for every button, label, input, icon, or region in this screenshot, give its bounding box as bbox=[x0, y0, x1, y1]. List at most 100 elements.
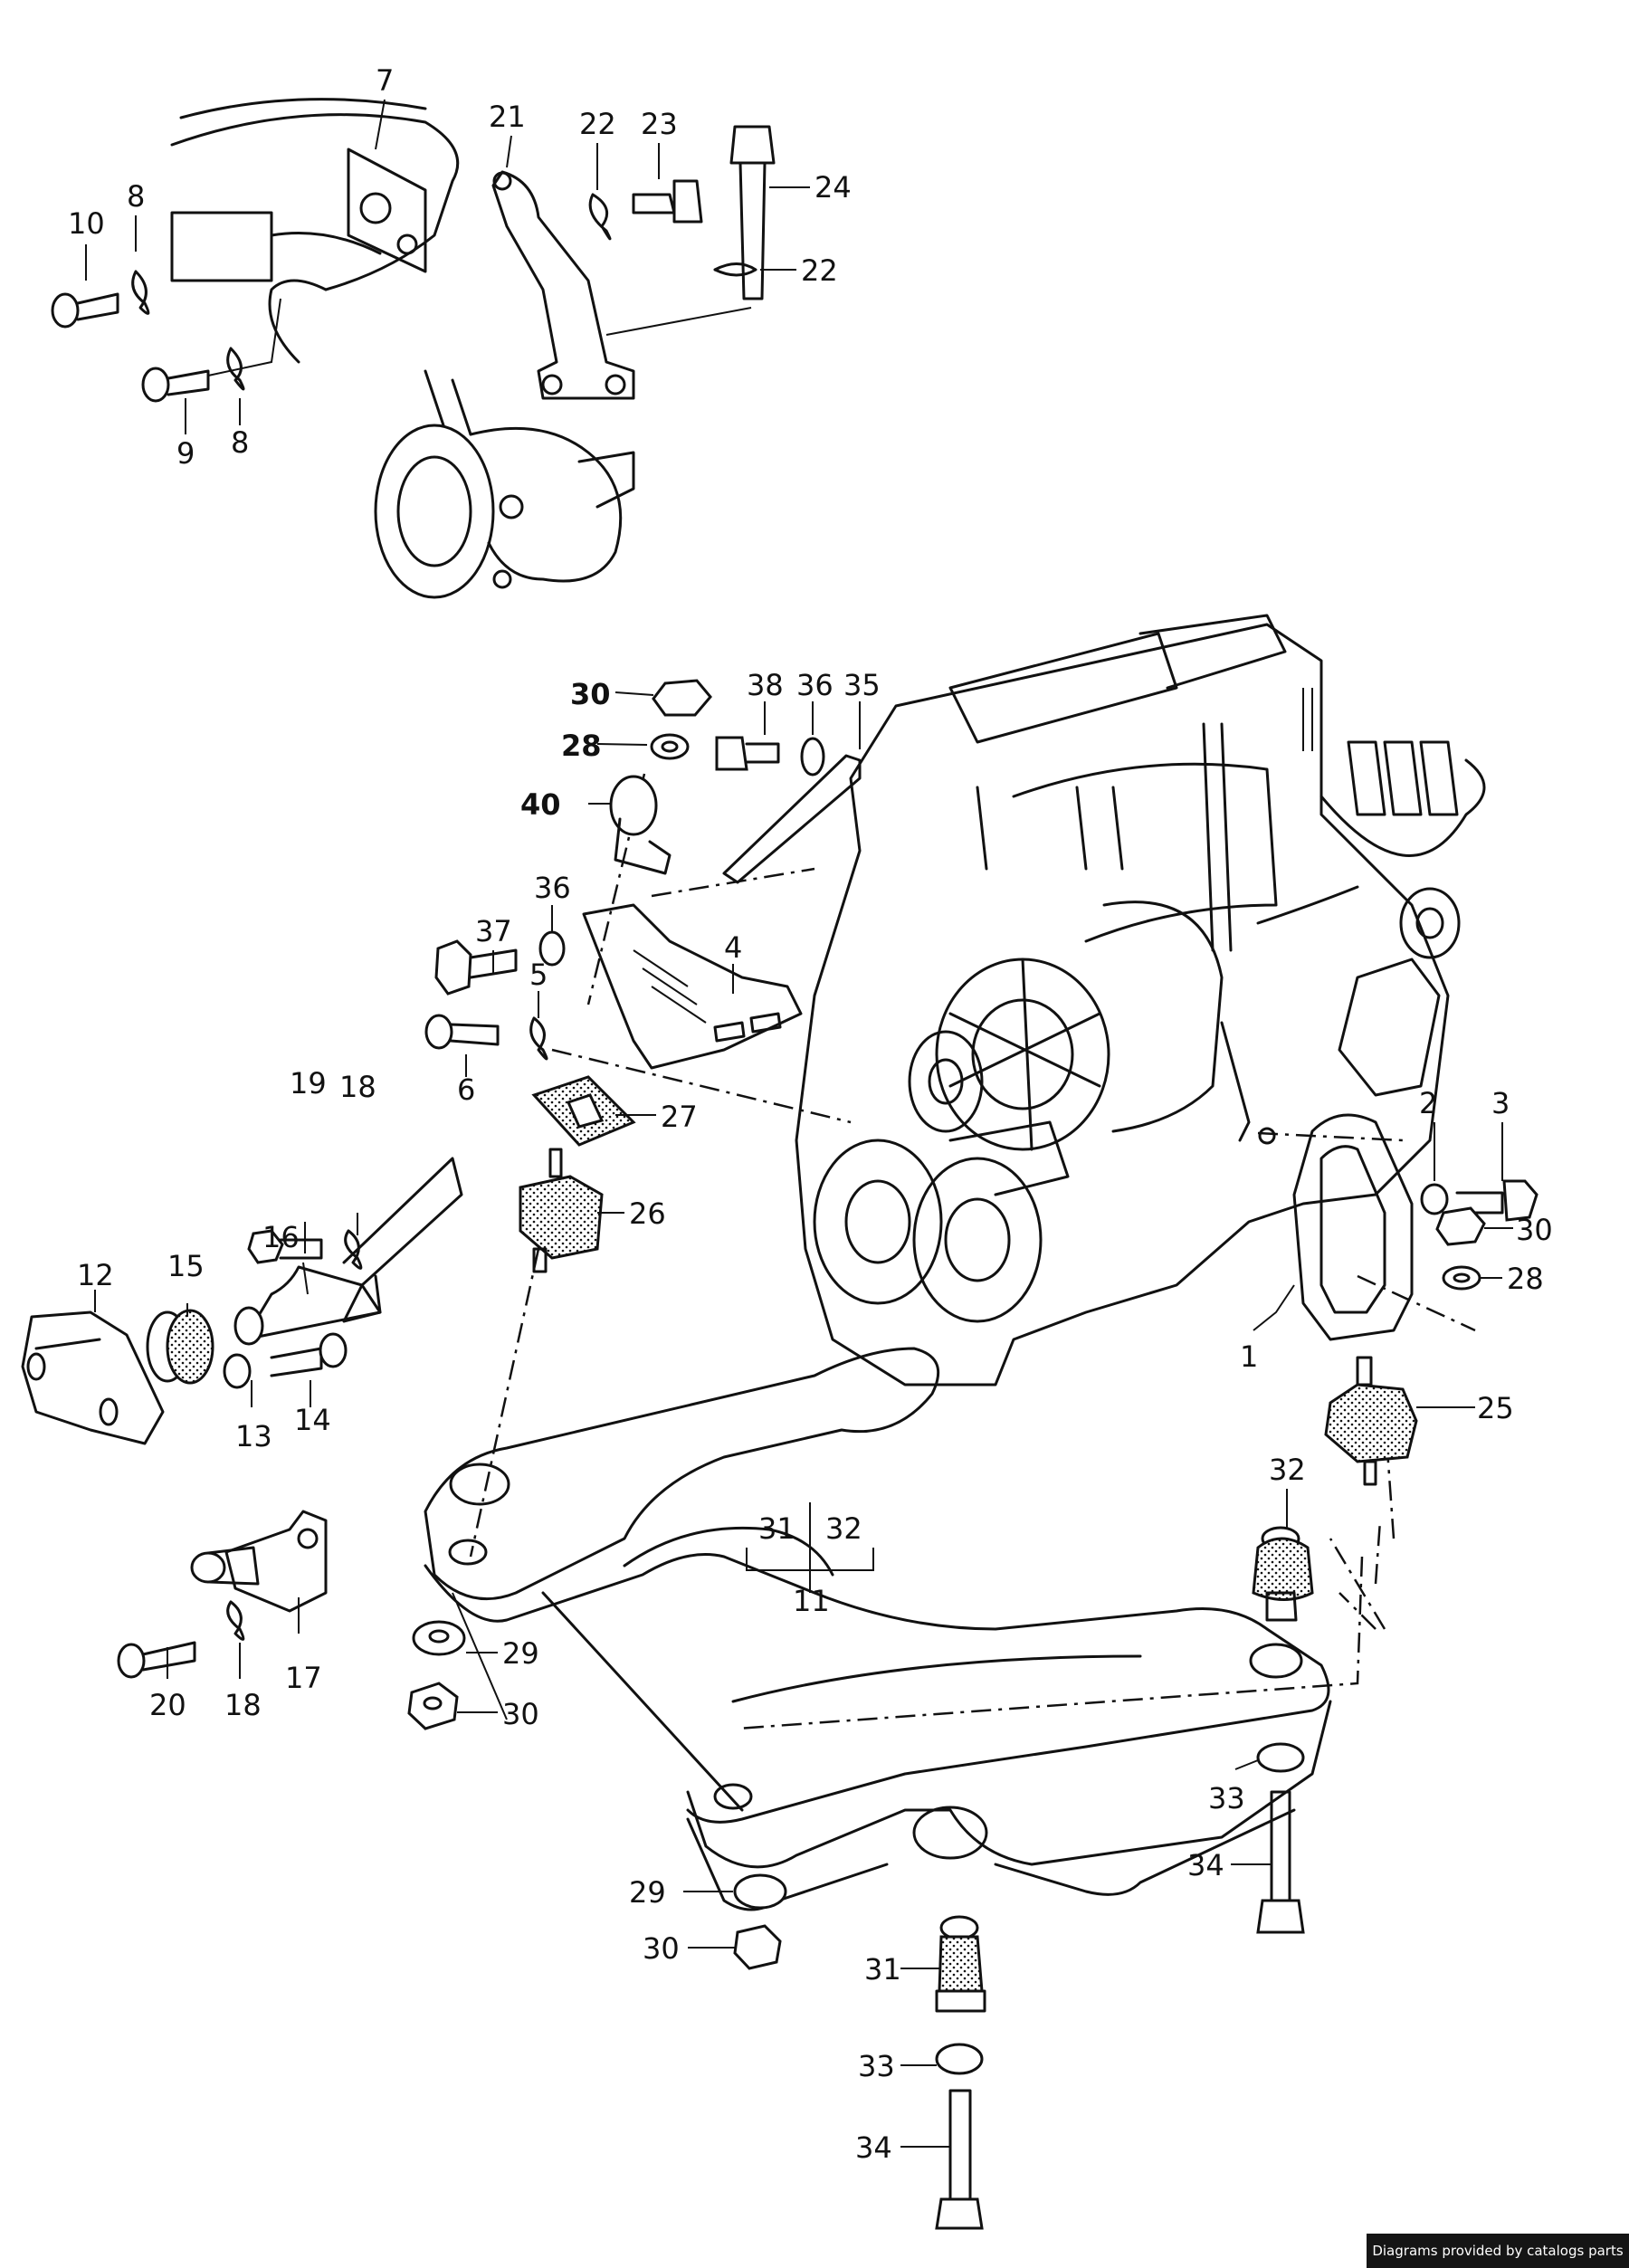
callout-25: 25 bbox=[1477, 1391, 1514, 1425]
callout-labels: 7 21 22 23 24 22 8 10 9 8 30 28 40 38 36… bbox=[68, 63, 1553, 2165]
bracket-4 bbox=[582, 903, 803, 1070]
callout-24: 24 bbox=[814, 170, 852, 205]
body-panel-drawing bbox=[170, 98, 460, 364]
bolt-3 bbox=[1455, 1179, 1538, 1222]
callout-13: 13 bbox=[235, 1419, 272, 1453]
callout-18-lower: 18 bbox=[224, 1688, 262, 1722]
axis-line-bracket-4 bbox=[651, 867, 815, 898]
callout-6: 6 bbox=[457, 1072, 475, 1107]
callout-16: 16 bbox=[262, 1220, 300, 1254]
axis-line-crossmember bbox=[737, 1556, 1364, 1730]
washer-28-right bbox=[1442, 1265, 1481, 1291]
callout-14: 14 bbox=[294, 1403, 331, 1437]
axis-line-mount-26 bbox=[469, 1248, 540, 1558]
callout-33-right: 33 bbox=[1208, 1781, 1245, 1815]
washer-8-upper bbox=[131, 270, 150, 315]
callout-30-bottom: 30 bbox=[643, 1931, 680, 1966]
callout-40: 40 bbox=[520, 787, 561, 822]
axis-line-mount-25 bbox=[1338, 1592, 1377, 1630]
callout-31-group: 31 bbox=[758, 1511, 795, 1546]
bolt-20 bbox=[117, 1641, 196, 1679]
callout-36-upper: 36 bbox=[796, 668, 834, 702]
engine-block-drawing bbox=[795, 614, 1486, 1387]
callout-35: 35 bbox=[843, 668, 881, 702]
bushing-15 bbox=[146, 1309, 214, 1385]
bushing-32-upper bbox=[1252, 1526, 1314, 1622]
callout-19: 19 bbox=[290, 1066, 327, 1101]
bracket-16 bbox=[233, 1157, 463, 1346]
callout-22-upper: 22 bbox=[579, 107, 616, 141]
callout-30-right: 30 bbox=[1516, 1213, 1553, 1247]
callout-20: 20 bbox=[149, 1688, 186, 1722]
callout-29-bottom: 29 bbox=[629, 1875, 666, 1910]
callout-38: 38 bbox=[747, 668, 784, 702]
crossmember-11 bbox=[424, 1347, 1332, 1911]
washer-18-lower bbox=[226, 1600, 245, 1641]
attribution-label: Diagrams provided by catalogs parts bbox=[1367, 2234, 1629, 2268]
callout-2: 2 bbox=[1419, 1086, 1437, 1120]
callout-15: 15 bbox=[167, 1249, 205, 1283]
bolt-14 bbox=[270, 1332, 348, 1377]
callout-30-upper: 30 bbox=[570, 677, 611, 711]
washer-29-left bbox=[412, 1620, 466, 1656]
bolt-6 bbox=[424, 1014, 500, 1050]
washer-36-upper bbox=[800, 737, 825, 777]
callout-27: 27 bbox=[661, 1100, 698, 1134]
bracket-21-drawing bbox=[491, 170, 635, 400]
leader-line-24 bbox=[605, 307, 752, 336]
callout-32-right: 32 bbox=[1269, 1453, 1306, 1487]
washer-22-lower bbox=[713, 262, 757, 277]
callout-26: 26 bbox=[629, 1196, 666, 1231]
washer-28-upper bbox=[650, 733, 690, 760]
washer-5 bbox=[529, 1016, 548, 1061]
bolt-37 bbox=[434, 939, 518, 996]
callout-31-bottom: 31 bbox=[864, 1952, 901, 1987]
mount-25 bbox=[1324, 1356, 1418, 1486]
callout-34-bottom: 34 bbox=[855, 2130, 892, 2165]
callout-7: 7 bbox=[376, 63, 394, 98]
bolt-23 bbox=[632, 179, 703, 224]
callout-10: 10 bbox=[68, 206, 105, 241]
callout-22-lower: 22 bbox=[801, 253, 838, 288]
callout-12: 12 bbox=[77, 1258, 114, 1292]
nut-30-right bbox=[1435, 1206, 1486, 1246]
callout-23: 23 bbox=[641, 107, 678, 141]
washer-22-upper bbox=[588, 193, 612, 241]
nut-30-upper bbox=[652, 679, 712, 717]
washer-29-bottom bbox=[733, 1873, 787, 1910]
bracket-17 bbox=[190, 1510, 328, 1613]
axis-line-bolt-6 bbox=[551, 1048, 852, 1124]
callout-18-upper: 18 bbox=[339, 1070, 376, 1104]
washer-13 bbox=[223, 1353, 252, 1389]
bolt-10 bbox=[51, 292, 119, 329]
washer-2 bbox=[1420, 1183, 1449, 1215]
callout-32-group: 32 bbox=[825, 1511, 862, 1546]
callout-34-right: 34 bbox=[1187, 1848, 1224, 1882]
leader-line-8 bbox=[207, 298, 281, 376]
bushing-31-bottom bbox=[935, 1915, 986, 2013]
callout-9: 9 bbox=[176, 436, 195, 471]
washer-33-bottom bbox=[935, 2043, 984, 2075]
callout-leaders bbox=[85, 99, 1513, 2148]
bolt-24 bbox=[729, 125, 776, 300]
mount-40 bbox=[609, 775, 672, 875]
washer-8-lower bbox=[226, 347, 245, 391]
bracket-12 bbox=[21, 1310, 165, 1445]
callout-29-left: 29 bbox=[502, 1636, 539, 1671]
callout-36-lower: 36 bbox=[534, 871, 571, 905]
mount-26 bbox=[519, 1148, 604, 1273]
callout-8-lower: 8 bbox=[231, 425, 249, 460]
bolt-19 bbox=[247, 1229, 323, 1264]
callout-33-bottom: 33 bbox=[858, 2049, 895, 2083]
nut-30-bottom bbox=[733, 1924, 782, 1970]
callout-30-left: 30 bbox=[502, 1697, 539, 1731]
bolt-34-right bbox=[1256, 1790, 1305, 1934]
axis-line-bushing-32 bbox=[1329, 1520, 1386, 1630]
callout-1: 1 bbox=[1240, 1339, 1258, 1374]
water-pump-drawing bbox=[374, 369, 635, 599]
callout-5: 5 bbox=[529, 958, 548, 992]
callout-4: 4 bbox=[724, 930, 742, 965]
washer-33-right bbox=[1256, 1742, 1305, 1773]
strap-35 bbox=[722, 754, 862, 884]
